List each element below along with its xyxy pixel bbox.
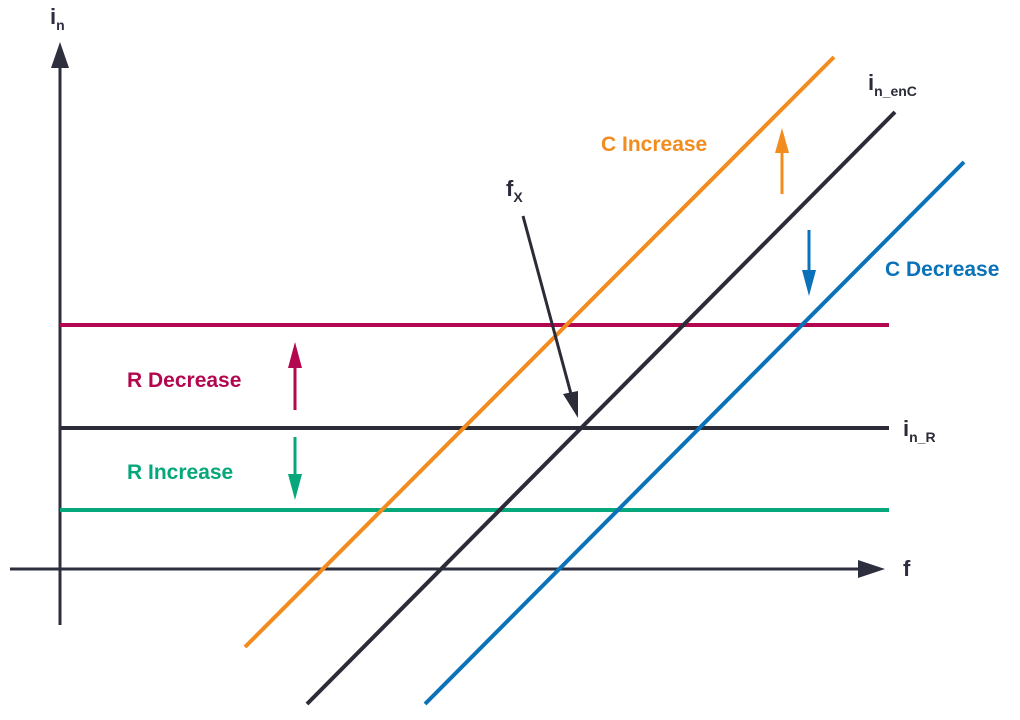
r-decrease-label: R Decrease bbox=[127, 369, 241, 392]
r-increase-arrow bbox=[288, 437, 302, 500]
c-decrease-arrow bbox=[802, 230, 816, 296]
c-increase-label: C Increase bbox=[601, 133, 707, 156]
c-increase-line bbox=[243, 55, 836, 649]
r-increase-label: R Increase bbox=[127, 461, 233, 484]
fx-pointer-arrow bbox=[521, 215, 578, 418]
r-decrease-arrow bbox=[288, 342, 302, 410]
x-axis-label: f bbox=[903, 556, 911, 581]
in-r-label: in_R bbox=[903, 416, 936, 445]
c-decrease-label: C Decrease bbox=[885, 258, 999, 281]
c-increase-arrow bbox=[775, 128, 789, 194]
x-axis-arrowhead bbox=[858, 560, 885, 578]
in-enc-label: in_enC bbox=[868, 70, 917, 99]
y-axis-label: in bbox=[50, 4, 65, 33]
y-axis-arrowhead bbox=[51, 42, 69, 68]
fx-label: fX bbox=[506, 176, 523, 205]
c-decrease-line bbox=[423, 160, 966, 706]
in-enc-line bbox=[305, 110, 897, 706]
